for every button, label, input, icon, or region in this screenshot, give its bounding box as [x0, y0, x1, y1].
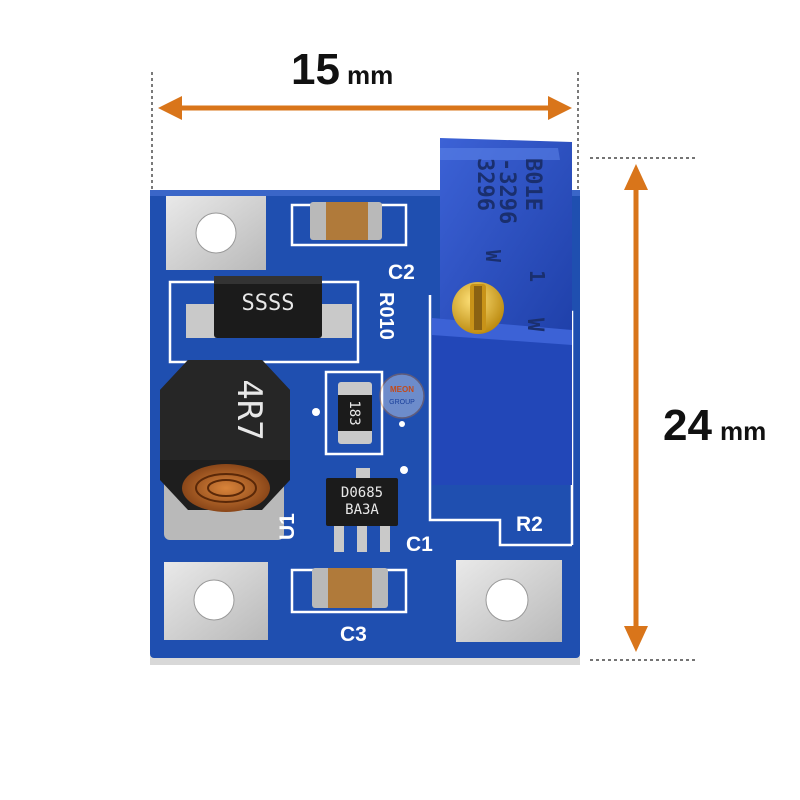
resistor-183 — [338, 382, 372, 444]
mounting-pad-top-left — [166, 196, 266, 270]
diode-marking: SSSS — [242, 291, 295, 316]
vias — [312, 408, 408, 474]
label-c1: C1 — [406, 533, 433, 556]
watermark-line1: MEON — [390, 385, 414, 394]
inductor-marking: 4R7 — [229, 379, 269, 440]
ic-marking-line2: BA3A — [345, 502, 379, 518]
ic-u1 — [326, 468, 398, 552]
logo-badge-icon — [379, 373, 425, 419]
width-arrow — [158, 96, 572, 120]
capacitor-c3 — [312, 568, 388, 608]
pot-line-3: W — [481, 250, 505, 263]
pot-top-code: B01E — [520, 158, 545, 211]
label-r010: R010 — [375, 292, 397, 340]
diode — [186, 276, 352, 338]
ic-marking-line1: D0685 — [341, 485, 383, 501]
width-unit: mm — [347, 60, 393, 90]
label-r2: R2 — [516, 513, 543, 536]
height-value: 24 — [663, 401, 712, 450]
inductor — [160, 360, 290, 540]
label-u1: U1 — [276, 513, 299, 540]
potentiometer — [432, 138, 572, 485]
pot-mark-w: W — [522, 318, 547, 332]
height-arrow — [624, 164, 648, 652]
mounting-pad-bottom-left — [164, 562, 268, 640]
capacitor-c2 — [310, 202, 382, 240]
label-c3: C3 — [340, 623, 367, 646]
pot-line-4: 1 — [525, 270, 549, 282]
resistor-marking: 183 — [346, 400, 362, 425]
label-c2: C2 — [388, 261, 415, 284]
mounting-pad-bottom-right — [456, 560, 562, 642]
pot-line-2: -3296 — [494, 158, 519, 224]
width-value: 15 — [291, 45, 340, 94]
height-unit: mm — [720, 416, 766, 446]
pot-line-1: 3296 — [472, 158, 497, 211]
watermark-line2: GROUP — [389, 399, 415, 406]
